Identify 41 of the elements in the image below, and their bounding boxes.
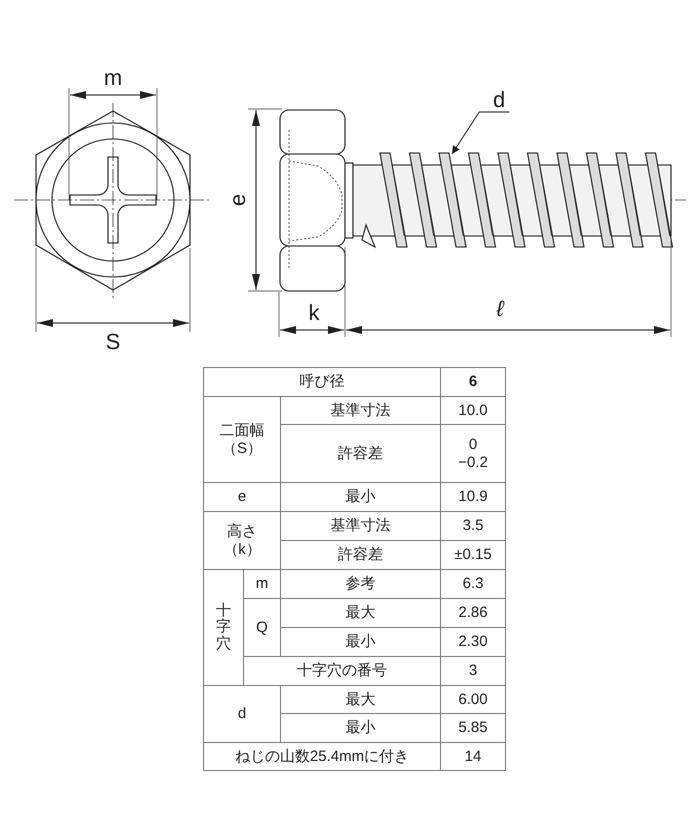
dimension-label: S [106,330,120,354]
leader-line [452,112,510,154]
row-label: 最大 [280,686,441,714]
dimension-label: ℓ [496,297,504,321]
row-label: 高さ（k） [204,512,280,570]
table-value: 10.9 [440,482,506,512]
table-value: ±0.15 [440,540,506,570]
table-value: 14 [440,742,506,770]
table-value: 0 −0.2 [440,424,506,482]
row-label: 十字穴の番号 [244,656,441,686]
row-label: 最小 [280,482,441,512]
row-label: 最小 [280,628,441,656]
dimension-label: e [226,194,250,206]
table-value: 3 [440,656,506,686]
table-value: 5.85 [440,714,506,742]
table-value: 3.5 [440,512,506,540]
row-label: 最大 [280,598,441,628]
table-value: 2.86 [440,598,506,628]
row-label: 許容差 [280,424,441,482]
row-label: 参考 [280,570,441,598]
row-label: d [204,686,280,742]
dimension-label: m [104,66,122,90]
row-label: 許容差 [280,540,441,570]
row-label: 二面幅（S） [204,396,280,482]
row-label: 十字穴 [204,570,244,686]
row-label: m [244,570,280,598]
table-value: 6.3 [440,570,506,598]
row-label: Q [244,598,280,656]
row-label: ねじの山数25.4mmに付き [204,742,441,770]
table-value: 10.0 [440,396,506,424]
table-value: 2.30 [440,628,506,656]
table-header: 6 [440,368,506,396]
row-label: e [204,482,280,512]
dimension-label: k [308,301,320,325]
threaded-shank-drawing [352,152,674,248]
row-label: 基準寸法 [280,396,441,424]
row-label: 基準寸法 [280,512,441,540]
dimension-label: d [489,88,514,112]
row-label: 最小 [280,714,441,742]
table-header: 呼び径 [204,368,441,396]
table-value: 6.00 [440,686,506,714]
